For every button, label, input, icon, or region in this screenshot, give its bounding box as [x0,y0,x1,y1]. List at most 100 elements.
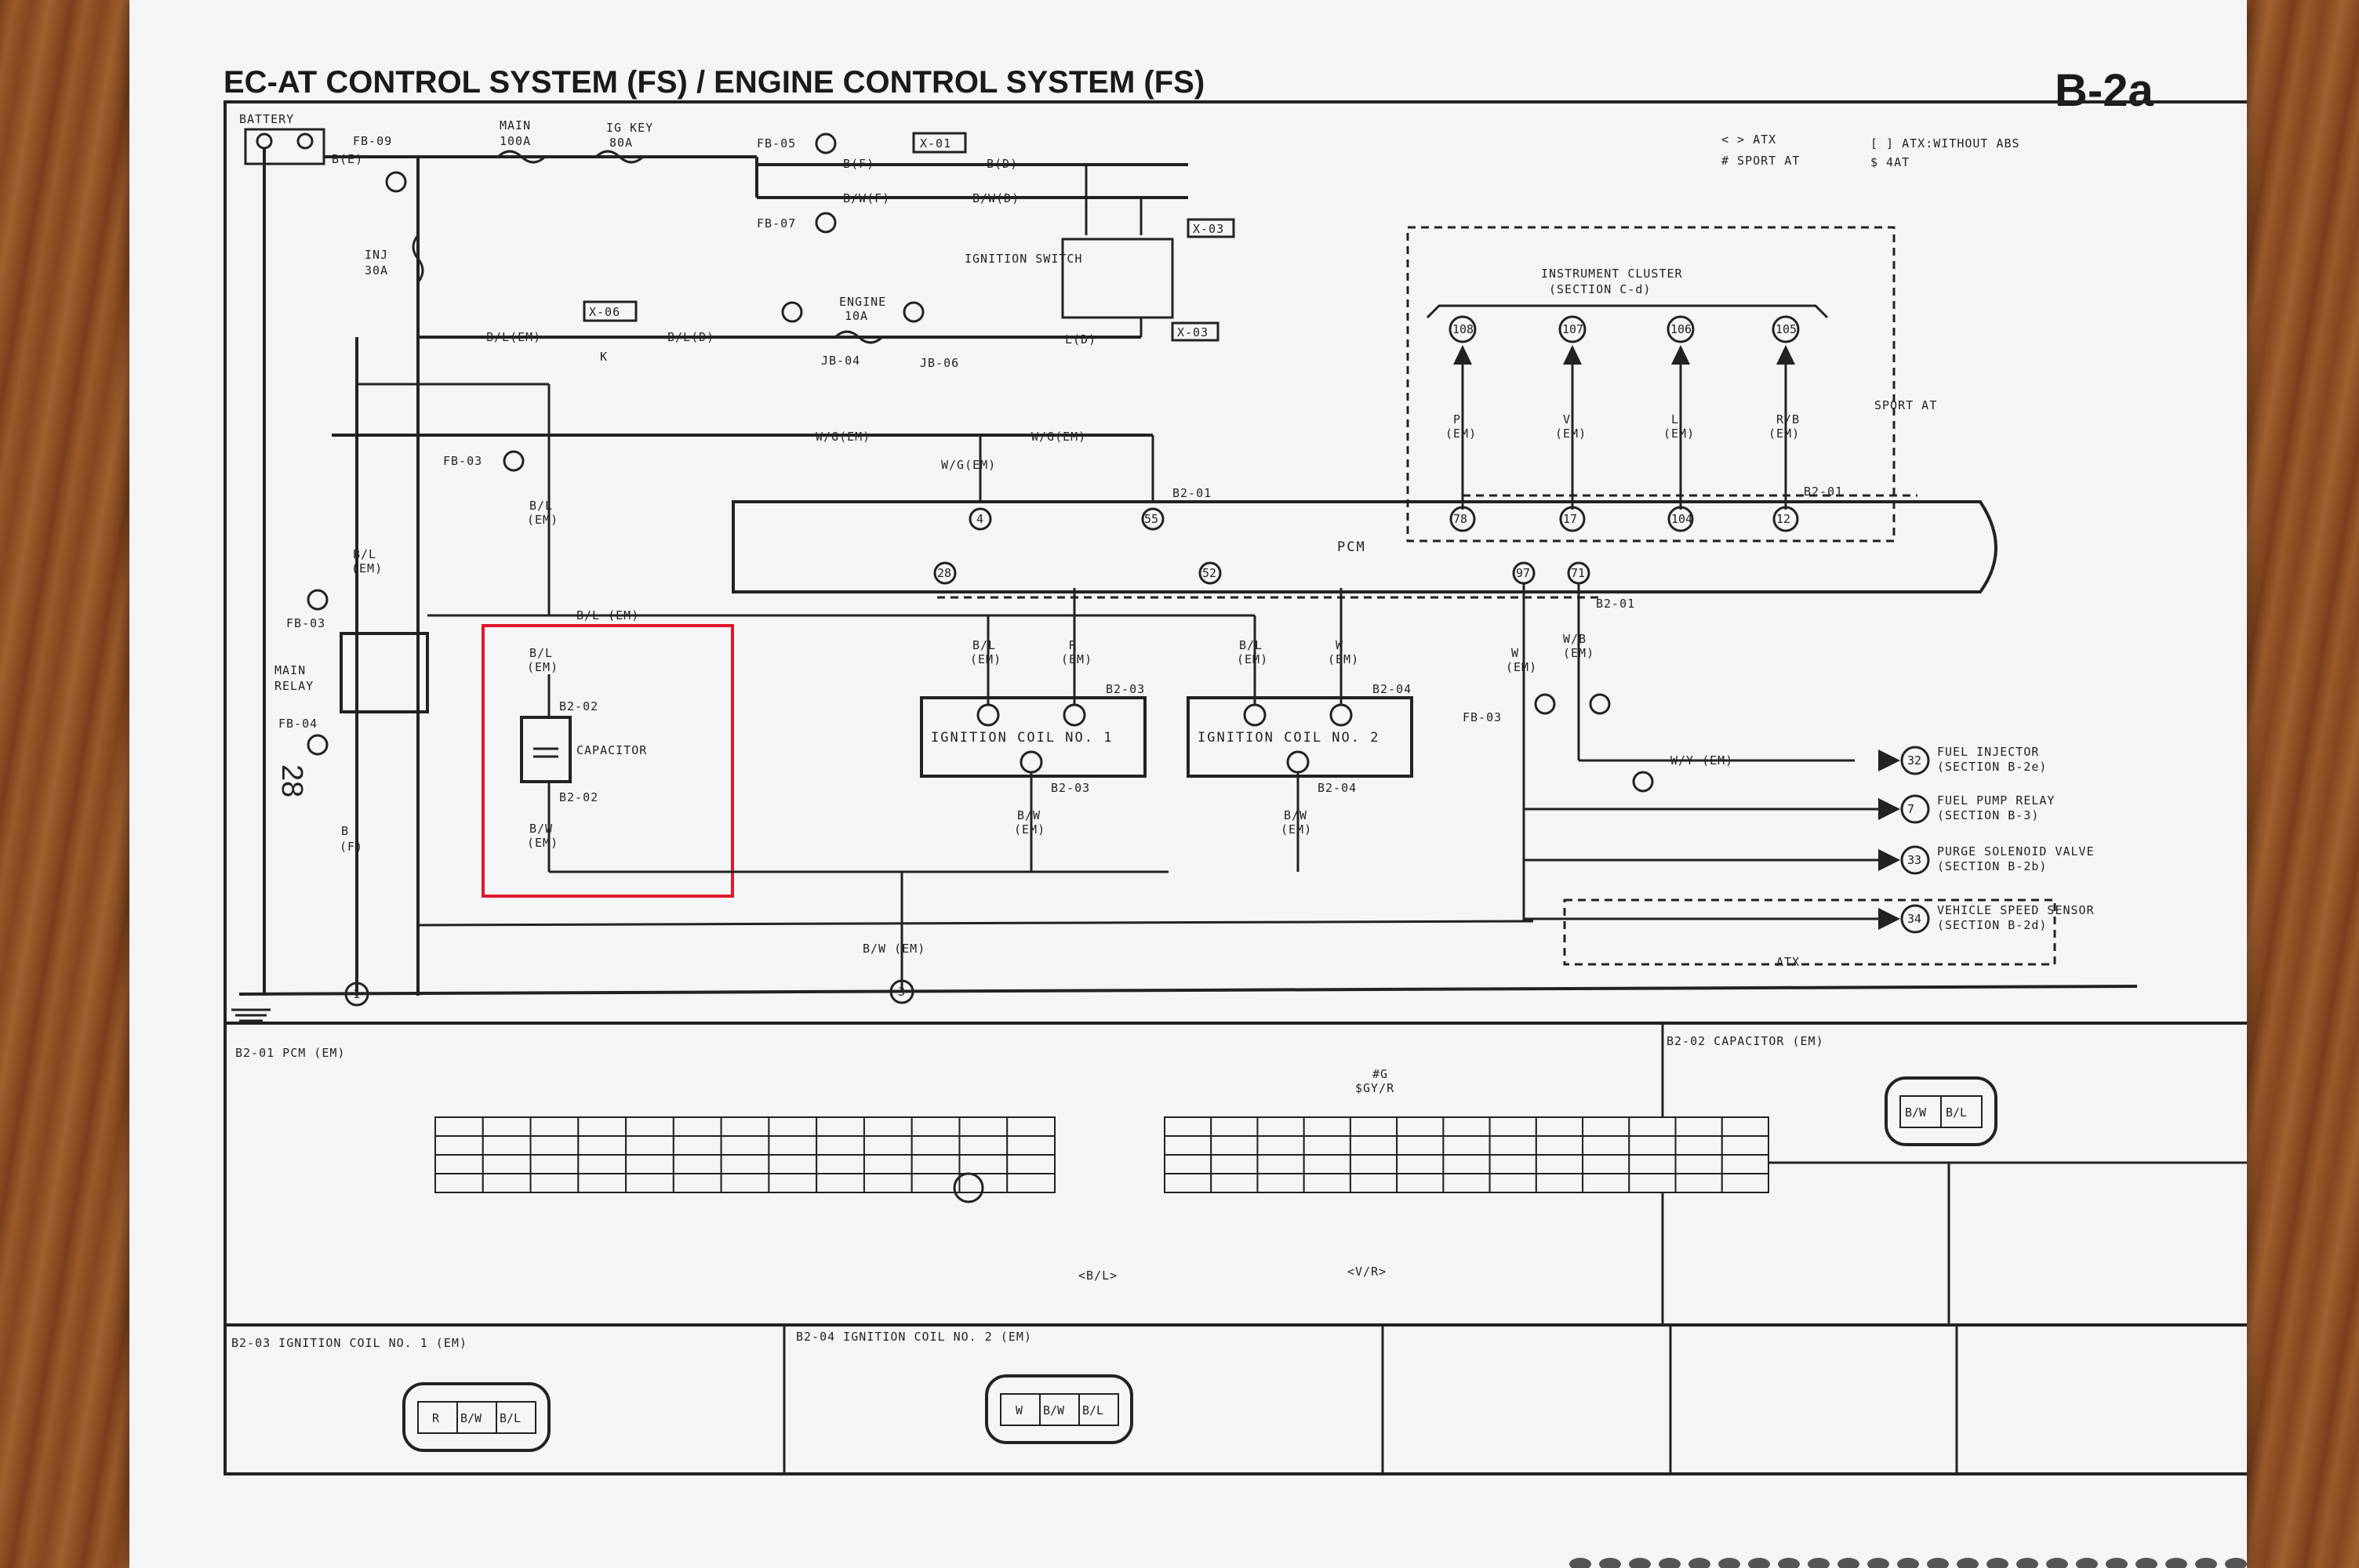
conn-t-marker [307,589,329,611]
b204-pin-bl-label: B/L [1082,1403,1103,1417]
b202-pin-bl-label: B/L [1946,1105,1967,1120]
pcm-pin-cell [1006,1135,1056,1156]
pcm-pin-cell [625,1135,674,1156]
main-fuse-label: MAIN [500,118,531,132]
pcm-pin-cell [1535,1135,1584,1156]
b204-connector-shape [985,1374,1133,1444]
pcm-note-vr: <V/R> [1347,1265,1387,1279]
igkey-fuse-symbol [594,150,645,164]
pcm-label: PCM [1337,539,1366,555]
pcm-pin-cell [1582,1116,1630,1137]
output-arrow [1878,849,1900,871]
pcm-pin-cell [1164,1116,1212,1137]
pcm-pin-cell [577,1135,627,1156]
pcm-pin-cell [863,1135,913,1156]
pcm-pin-52 [1198,561,1222,585]
atx-label: ATX [1776,955,1800,969]
pcm-pin-cell [1303,1116,1351,1137]
binding-ring [1659,1558,1681,1568]
pcm-pin-cell [1210,1135,1259,1156]
legend-4at: $ 4AT [1870,155,1910,169]
pcm-pin-label: 12 [1776,512,1790,526]
spiral-binding [1569,1558,2247,1568]
pcm-pin-4-label: 4 [976,512,983,526]
legend-atx-without-abs: [ ] ATX:WITHOUT ABS [1870,136,2020,151]
pcm-pin-cell [911,1135,961,1156]
b203-connector-shape [402,1382,551,1452]
pcm-pin-cell [1721,1154,1770,1174]
binding-ring [1808,1558,1830,1568]
pcm-pin-cell [577,1116,627,1137]
inj-fuse-symbol [412,234,424,283]
binding-ring [2165,1558,2187,1568]
output-pin-label: 7 [1907,802,1914,816]
battery-symbol [244,128,325,165]
pcm-pin-cell [529,1154,580,1174]
cluster-pin-label: 105 [1776,322,1797,336]
coil-wire2-label: R [1069,638,1077,652]
inj-fuse-amp: 30A [365,263,388,278]
cluster-pin-label: 108 [1452,322,1474,336]
output-pin-34 [1900,904,1930,934]
coil-pin-a [1243,703,1267,727]
pcm-pin-cell [434,1154,484,1174]
pcm-pin-cell [1303,1173,1351,1193]
cluster-wire-label: L [1671,412,1679,426]
binding-ring [1986,1558,2008,1568]
conn-a-marker [385,171,407,193]
conn-g-marker [815,132,837,154]
pcm-pin-cell [768,1135,818,1156]
coil-out-label: (EM) [1014,822,1045,837]
binding-ring [1927,1558,1949,1568]
wb-em-label-a: W/B [1563,632,1587,646]
b201-conn-title: B2-01 PCM (EM) [235,1046,345,1060]
bw-f-label: B/W(F) [843,191,890,205]
pcm-pin-cell [577,1173,627,1193]
conn-f-marker [781,301,803,323]
pcm-pin-cell [863,1173,913,1193]
pcm-pin-cell [816,1173,865,1193]
bl-em-relay-label-b: (EM) [351,561,383,575]
pcm-pin-cell [1582,1154,1630,1174]
pcm-pin-cell [672,1135,722,1156]
coil-pin-c [1063,703,1086,727]
coil-wire1-label: (EM) [970,652,1001,666]
output-section: (SECTION B-2d) [1937,918,2047,932]
pcm-pin-28-label: 28 [937,566,951,580]
page-title: EC-AT CONTROL SYSTEM (FS) / ENGINE CONTR… [224,65,1205,100]
battery-neg-terminal [256,132,273,150]
fb05-label: FB-05 [757,136,796,151]
pcm-pin-cell [1256,1135,1305,1156]
cluster-section: (SECTION C-d) [1549,282,1651,296]
conn-d-marker [815,212,837,234]
ignition-coils: IGNITION COIL NO. 1B/L(EM)R(EM)B2-03B2-0… [772,588,1413,872]
page-number: 28 [275,764,308,797]
binding-ring [1629,1558,1651,1568]
pcm-pin-cell [1256,1116,1305,1137]
coil-out-label: B/W [1284,808,1307,822]
x03-label-top: X-03 [1193,222,1224,236]
pcm-pin-12 [1772,506,1799,532]
chassis-ground-symbol [231,1008,271,1022]
pcm-pin-cell [1256,1173,1305,1193]
pcm-pin-cell [625,1173,674,1193]
fb09-label: FB-09 [353,134,392,148]
pcm-pin-cell [1349,1116,1398,1137]
ignition-coil-2-box [1187,696,1413,778]
bl-em-horizontal-label: B/L (EM) [576,608,639,622]
jb04-label: JB-04 [821,354,860,368]
output-label: PURGE SOLENOID VALVE [1937,844,2095,858]
pcm-pin-cell [1210,1154,1259,1174]
engine-fuse-symbol [834,330,884,344]
pcm-pin-cell [1164,1173,1212,1193]
pcm-pin-cell [1674,1154,1723,1174]
cluster-pin-107 [1558,315,1587,343]
bl-em-vertical-label-b: (EM) [527,513,558,527]
pcm-pin-cell [482,1173,532,1193]
b202-conn-title: B2-02 CAPACITOR (EM) [1667,1034,1824,1048]
pcm-pin-cell [720,1154,770,1174]
capacitor-conn-top: B2-02 [559,699,598,713]
bl-em-vertical-label-a: B/L [529,499,553,513]
pcm-pin-71 [1567,561,1590,585]
pcm-pin-cell [1582,1135,1630,1156]
